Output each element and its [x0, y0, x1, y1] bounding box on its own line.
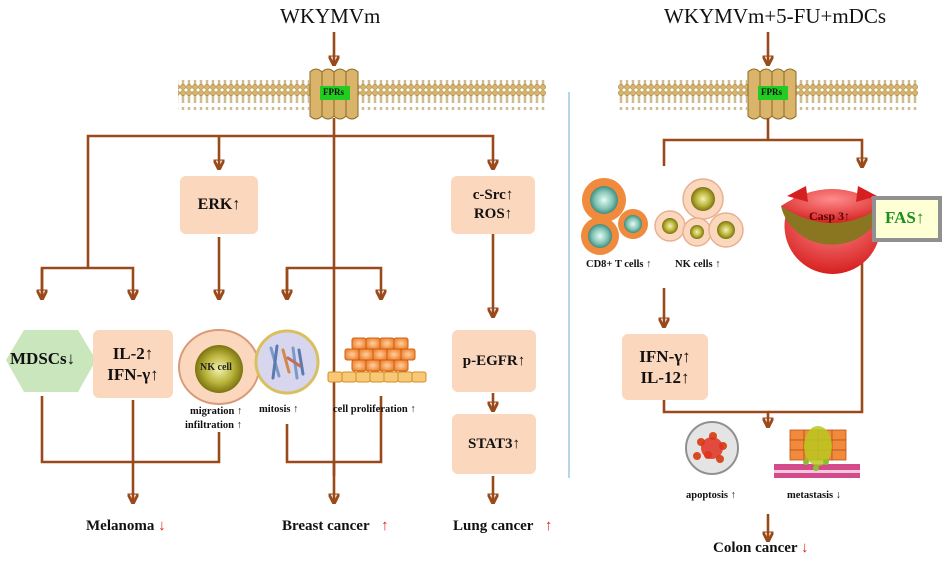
left-connectors — [42, 32, 493, 502]
pegfr-box: p-EGFR↑ — [452, 330, 536, 392]
cell-membrane-left — [178, 68, 546, 120]
mitosis-cell-icon — [254, 329, 320, 395]
il2-ifng-box: IL-2↑ IFN-γ↑ — [93, 330, 173, 398]
breast-cancer-outcome: Breast cancer ↑ — [282, 518, 389, 535]
melanoma-arrow: ↓ — [158, 518, 166, 534]
pegfr-label: p-EGFR↑ — [462, 352, 526, 369]
infiltration-caption: infiltration ↑ — [185, 420, 242, 431]
breast-cancer-arrow: ↑ — [381, 518, 389, 534]
cd8-t-cells-icon — [581, 178, 648, 255]
proliferation-caption: cell proliferation ↑ — [333, 404, 416, 415]
lung-cancer-outcome: Lung cancer ↑ — [453, 518, 552, 535]
apoptosis-caption: apoptosis ↑ — [686, 490, 736, 501]
colon-cancer-label: Colon cancer — [713, 540, 798, 556]
ros-label: ROS↑ — [473, 206, 513, 222]
nk-cells-icon — [654, 178, 744, 248]
nk-cells-caption: NK cells ↑ — [675, 259, 721, 270]
mdsc-hexagon — [6, 330, 96, 392]
ifng-label-left: IFN-γ↑ — [107, 365, 159, 384]
casp3-label: Casp 3↑ — [809, 209, 851, 223]
caspase-3-icon — [781, 186, 883, 274]
right-connectors — [664, 32, 862, 540]
nk-cell-label: NK cell — [200, 362, 232, 373]
migration-caption: migration ↑ — [190, 406, 243, 417]
left-title: WKYMVm — [280, 4, 381, 28]
ifng-label-right: IFN-γ↑ — [639, 346, 691, 366]
ifng-il12-box: IFN-γ↑ IL-12↑ — [622, 334, 708, 400]
cell-proliferation-icon — [327, 337, 427, 383]
receptor-label-left: FPRs — [323, 87, 344, 97]
lung-cancer-arrow: ↑ — [544, 518, 553, 534]
stat3-label: STAT3↑ — [468, 435, 520, 452]
receptor-label-right: FPRs — [761, 87, 782, 97]
cell-membrane-right — [618, 68, 918, 120]
metastasis-caption: metastasis ↓ — [787, 490, 841, 501]
breast-cancer-label: Breast cancer — [282, 518, 370, 534]
mitosis-caption: mitosis ↑ — [259, 404, 299, 415]
colon-cancer-outcome: Colon cancer ↓ — [713, 540, 809, 557]
erk-label: ERK↑ — [197, 196, 241, 213]
melanoma-label: Melanoma — [86, 518, 155, 534]
mdscs-label: MDSCs↓ — [10, 349, 76, 368]
apoptosis-icon — [685, 421, 739, 475]
il2-label: IL-2↑ — [112, 343, 154, 363]
erk-box: ERK↑ — [180, 176, 258, 234]
fas-box — [872, 196, 942, 242]
lung-cancer-label: Lung cancer — [453, 518, 534, 534]
csrc-ros-box: c-Src↑ ROS↑ — [451, 176, 535, 234]
csrc-label: c-Src↑ — [472, 187, 514, 204]
colon-cancer-arrow: ↓ — [801, 540, 809, 556]
cd8-caption: CD8+ T cells ↑ — [586, 259, 652, 270]
melanoma-outcome: Melanoma ↓ — [86, 518, 166, 535]
fas-label: FAS↑ — [885, 208, 925, 227]
nk-cell-icon — [178, 329, 260, 405]
il12-label: IL-12↑ — [640, 368, 690, 387]
right-title: WKYMVm+5-FU+mDCs — [664, 4, 887, 28]
stat3-box: STAT3↑ — [452, 414, 536, 474]
metastasis-icon — [774, 426, 860, 478]
